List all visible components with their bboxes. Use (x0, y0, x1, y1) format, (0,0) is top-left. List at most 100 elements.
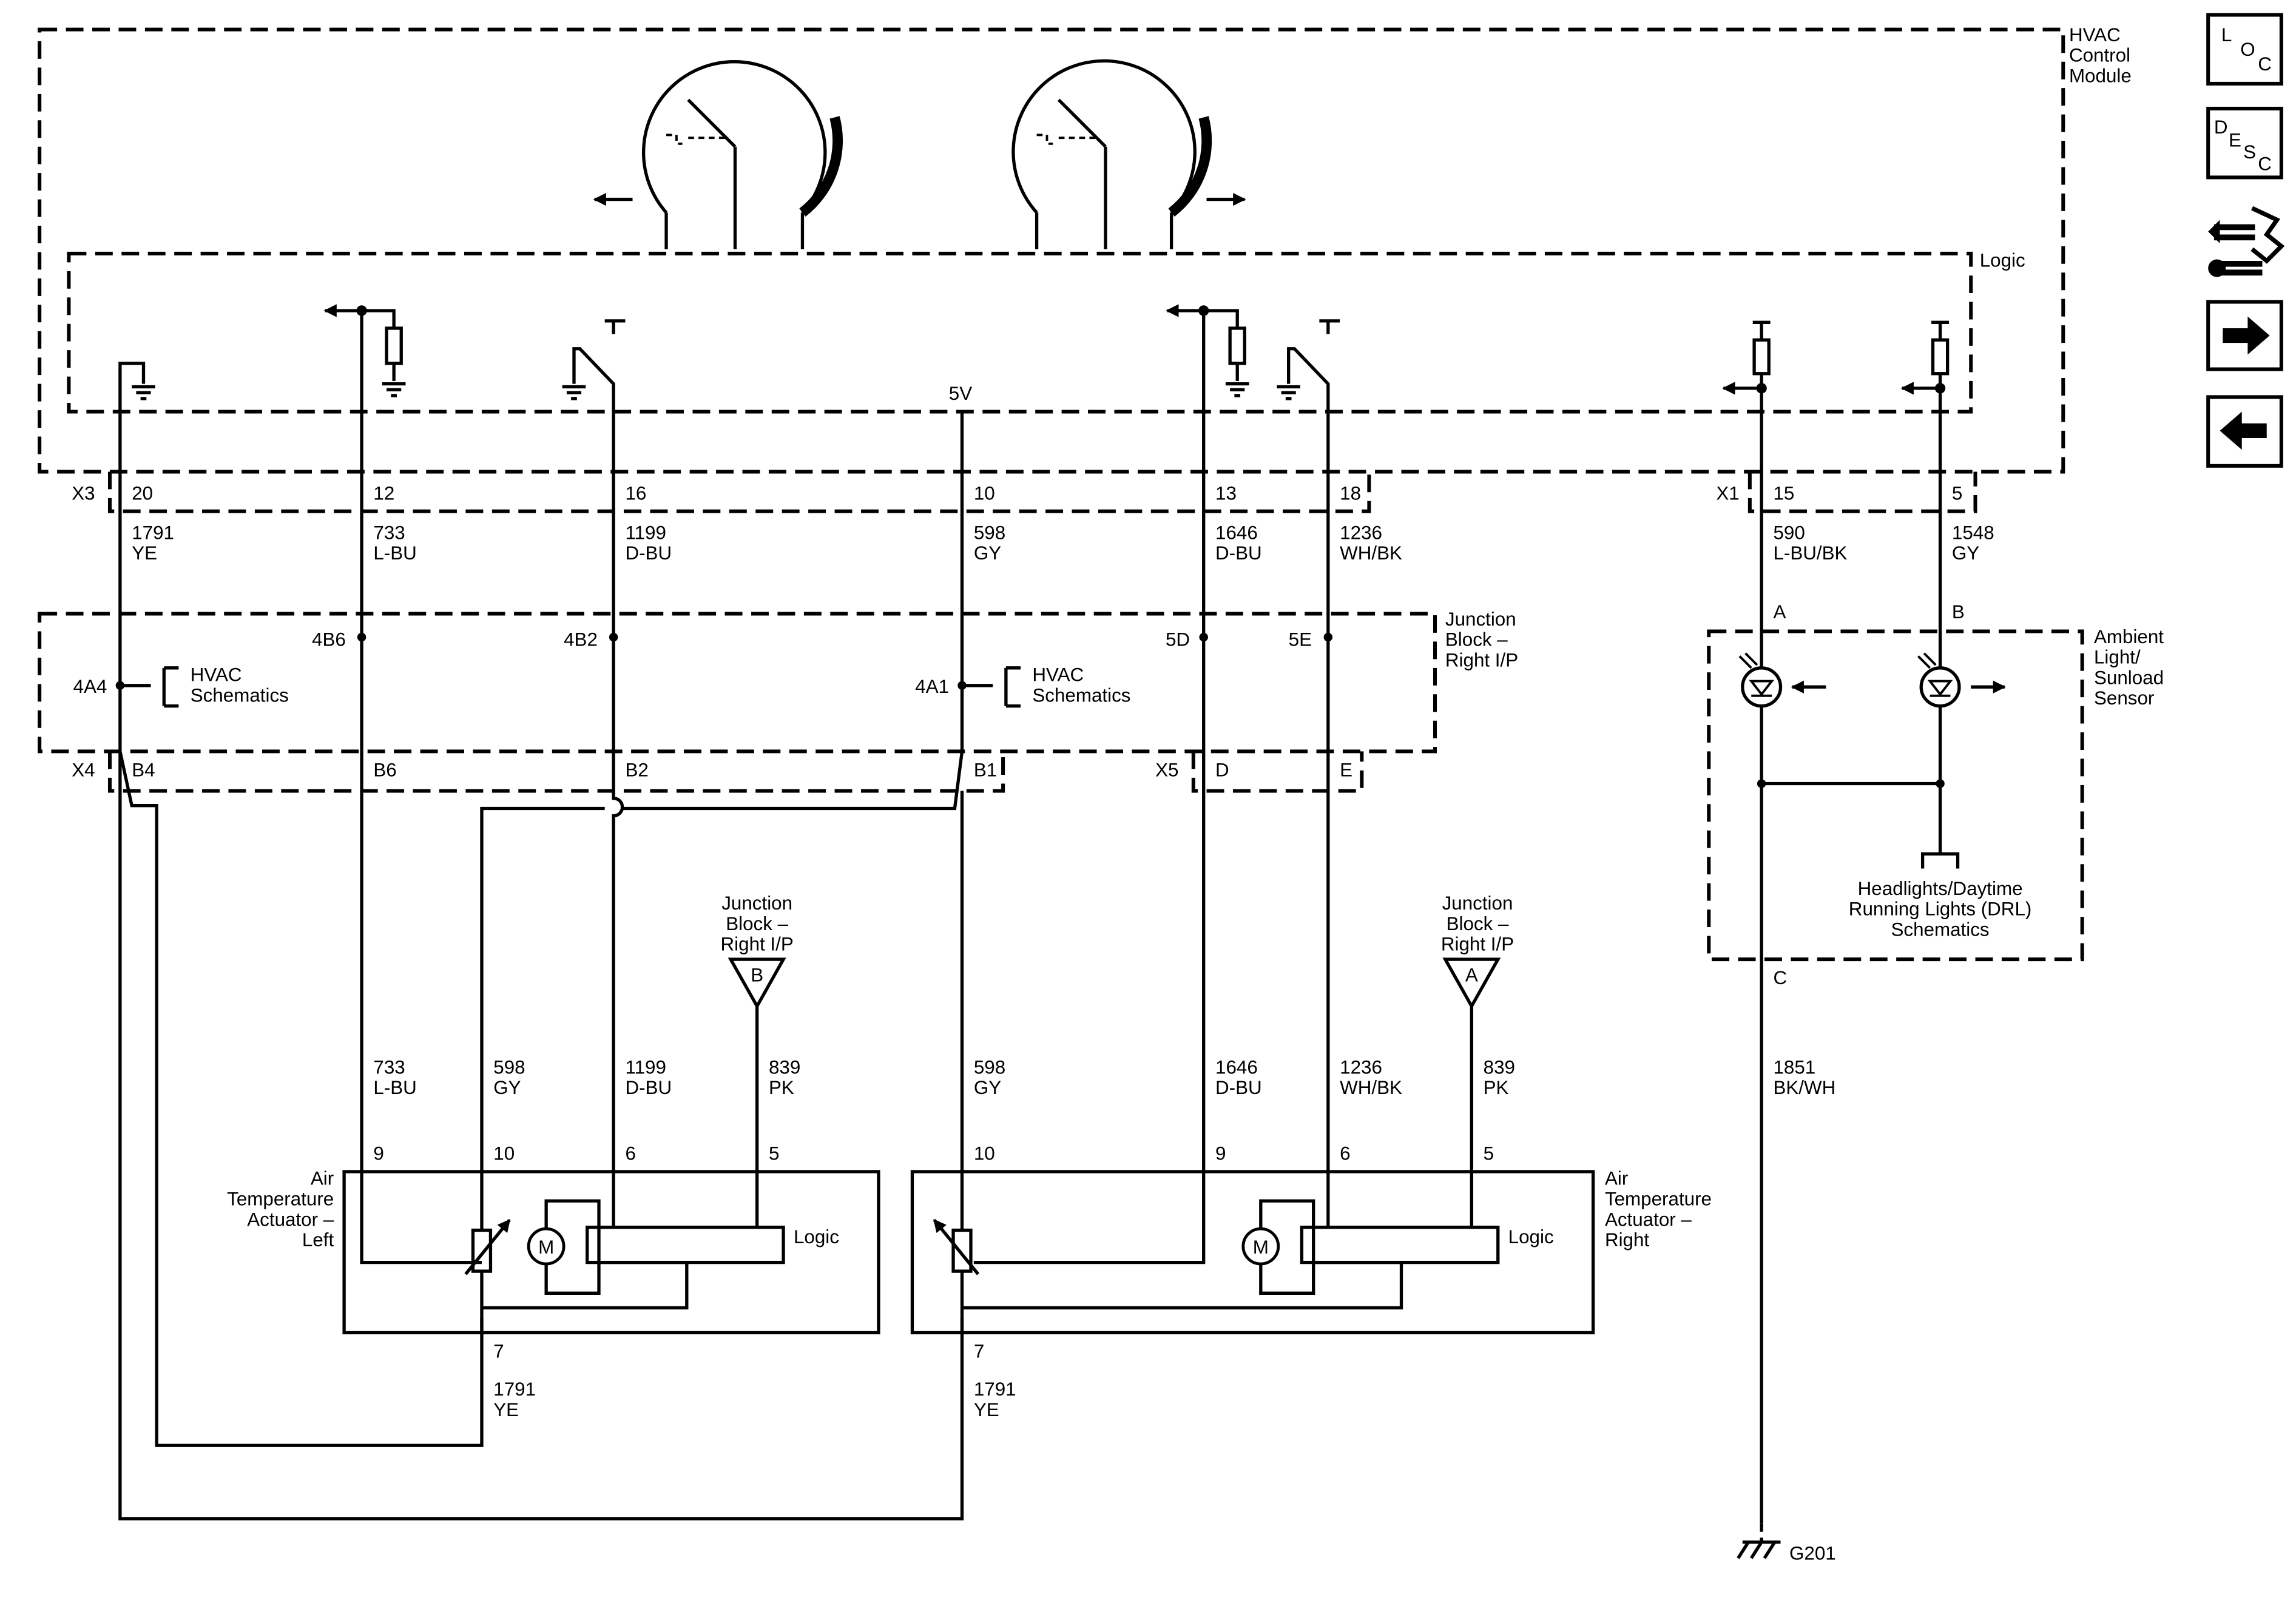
loc-button[interactable]: L O C (2206, 13, 2283, 86)
junction-block-right-ip: Junction Block – Right I/P 4B6 4B2 5D 5E… (38, 609, 1518, 754)
pin-label: 15 (1773, 482, 1794, 504)
hvac-schematics-ref[interactable]: HVAC (1032, 664, 1084, 686)
pin-label: E (1340, 759, 1352, 780)
wire-color-label: D-BU (1215, 1077, 1262, 1098)
hvac-control-module: HVAC Control Module Logic (38, 24, 2132, 474)
motor-label: M (1253, 1237, 1269, 1258)
jb-ref-letter: B (751, 964, 763, 985)
wire-circuit-label: 598 (974, 522, 1005, 543)
actuator-logic-box (586, 1226, 785, 1264)
wire-circuit-label: 733 (373, 522, 405, 543)
connector-x1-label: X1 (1716, 482, 1739, 504)
wire-circuit-label: 1791 (493, 1379, 536, 1400)
connector-tool-button[interactable] (2208, 206, 2285, 277)
pin-label: 7 (493, 1340, 504, 1362)
lower-wire-labels: 733 L-BU 598 GY 1199 D-BU 839 PK 598 GY … (373, 1056, 1835, 1098)
wire-color-label: GY (974, 542, 1001, 564)
pin-label: 6 (1340, 1143, 1350, 1164)
hvac-schematics-ref[interactable]: Schematics (1032, 684, 1130, 706)
desc-button[interactable]: D E S C (2206, 106, 2283, 180)
pin-label: D (1215, 759, 1229, 780)
wire-circuit-label: 839 (1484, 1056, 1515, 1078)
wire-circuit-label: 733 (373, 1056, 405, 1078)
top-connector-x1: X1 (1716, 471, 1977, 513)
headlights-ref[interactable]: Running Lights (DRL) (1849, 899, 2032, 920)
wire-color-label: D-BU (1215, 542, 1262, 564)
pin-label: 20 (132, 482, 153, 504)
splice-label: 4A1 (915, 676, 949, 697)
wire-color-label: YE (132, 542, 157, 564)
headlights-ref[interactable]: Headlights/Daytime (1858, 878, 2023, 899)
wire-color-label: GY (493, 1077, 521, 1098)
pin-label: 12 (373, 482, 394, 504)
actuator-bottom-wire-labels: 1791 YE 1791 YE (493, 1379, 1016, 1420)
wire-color-label: WH/BK (1340, 1077, 1402, 1098)
actuator-logic-label: Logic (1508, 1226, 1554, 1247)
wire-circuit-label: 598 (974, 1056, 1005, 1078)
potentiometer-icon (933, 1171, 1403, 1333)
wire-circuit-label: 839 (769, 1056, 800, 1078)
loc-icon: L (2221, 24, 2232, 46)
junction-block-label: Block – (1445, 629, 1508, 650)
previous-button[interactable] (2206, 395, 2283, 468)
jb-bottom-pin-labels: B4 B6 B2 B1 D E (132, 759, 1352, 780)
connector-tool-icon (2208, 206, 2285, 277)
potentiometer-icon (464, 1171, 689, 1333)
actuator-label: Actuator – (247, 1209, 334, 1230)
splice-dot (1757, 779, 1766, 788)
wire-color-label: GY (974, 1077, 1001, 1098)
hvac-schematics-ref[interactable]: Schematics (191, 684, 289, 706)
wire-circuit-label: 1236 (1340, 522, 1382, 543)
wire-circuit-label: 590 (1773, 522, 1805, 543)
pin-label: 5 (1952, 482, 1962, 504)
hvac-module-label-1: HVAC (2069, 24, 2121, 46)
pin-label: B (1952, 601, 1965, 623)
next-button[interactable] (2206, 300, 2283, 371)
connector-x4-label: X4 (72, 759, 95, 780)
jb-ref-label: Right I/P (1441, 934, 1514, 955)
pin-label: B6 (373, 759, 396, 780)
pin-label: 10 (974, 482, 995, 504)
ground-label: G201 (1789, 1543, 1836, 1564)
actuator-left: Air Temperature Actuator – Left 9 10 6 5… (227, 1143, 880, 1362)
wire-color-label: D-BU (625, 542, 672, 564)
wire-color-label: YE (493, 1399, 519, 1420)
connector-x5-label: X5 (1155, 759, 1178, 780)
pin-label: 5 (1484, 1143, 1494, 1164)
top-connector-x3: X3 (72, 471, 1371, 513)
ground-g201: G201 (1737, 1538, 1836, 1564)
jb-ref-b[interactable]: Junction Block – Right I/P B (721, 893, 794, 1010)
pin-label: B2 (625, 759, 648, 780)
pin-label: B1 (974, 759, 997, 780)
jb-ref-a[interactable]: Junction Block – Right I/P A (1441, 893, 1514, 1010)
actuator-label: Temperature (1605, 1188, 1712, 1209)
motor-icon: M (1241, 1199, 1315, 1295)
ambient-light-sensor: Ambient Light/ Sunload Sensor A B C Head… (1707, 601, 2164, 988)
motor-label: M (538, 1237, 554, 1258)
wire-color-label: L-BU (373, 1077, 416, 1098)
wire-circuit-label: 1791 (974, 1379, 1016, 1400)
wire-color-label: PK (1484, 1077, 1509, 1098)
pin-label: B4 (132, 759, 155, 780)
jb-ref-label: Block – (1447, 913, 1509, 934)
left-dial-icon (593, 60, 843, 249)
wire-color-label: D-BU (625, 1077, 672, 1098)
hvac-module-label-2: Control (2069, 45, 2130, 66)
actuator-label: Air (1605, 1168, 1628, 1189)
headlights-ref[interactable]: Schematics (1891, 919, 1990, 940)
actuator-right: Air Temperature Actuator – Right 10 9 6 … (910, 1143, 1712, 1362)
photodiode-icon (1738, 652, 1826, 708)
desc-icon: E (2229, 130, 2241, 151)
jb-ref-label: Right I/P (721, 934, 794, 955)
jb-ref-label: Block – (726, 913, 788, 934)
desc-icon: S (2243, 141, 2256, 163)
desc-icon: C (2258, 153, 2272, 174)
pin-label: 16 (625, 482, 646, 504)
hvac-schematics-ref[interactable]: HVAC (191, 664, 242, 686)
jb-ref-letter: A (1465, 964, 1478, 985)
desc-icon: D (2214, 116, 2228, 138)
wire-circuit-label: 1548 (1952, 522, 1994, 543)
sidebar: L O C D E S C (2206, 13, 2285, 468)
sensor-label: Sensor (2094, 687, 2154, 709)
